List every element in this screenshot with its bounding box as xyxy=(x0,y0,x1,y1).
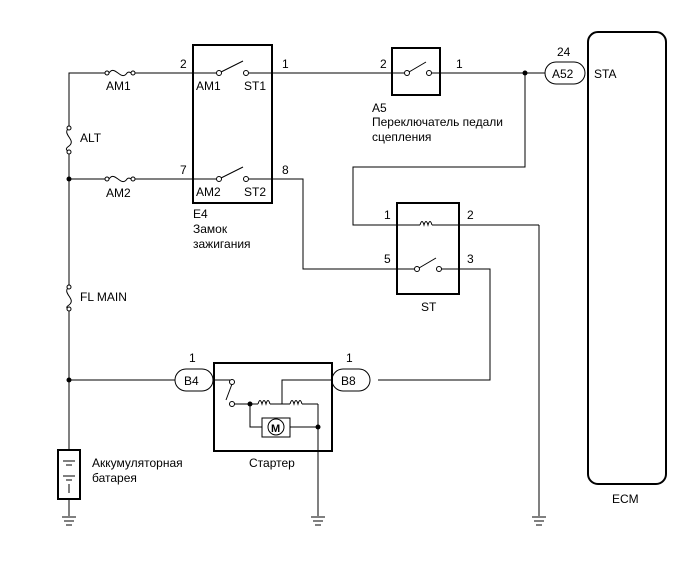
fuse-alt-label: ALT xyxy=(80,131,102,145)
starter-connector-b4: B4 xyxy=(184,374,199,388)
clutch-pin-left: 2 xyxy=(380,57,387,71)
ecm-connector: A52 24 xyxy=(544,45,586,85)
battery: Аккумуляторная батарея xyxy=(57,449,183,516)
clutch-pin-right: 1 xyxy=(456,57,463,71)
ecm: ECM STA xyxy=(587,31,667,506)
ecm-terminal: STA xyxy=(594,67,616,81)
st-pin-coil-out: 2 xyxy=(467,208,474,222)
ignition-terminal-am2: AM2 xyxy=(196,185,221,199)
clutch-code: A5 xyxy=(372,101,387,115)
ignition-pin-st2: 8 xyxy=(282,163,289,177)
ignition-switch: 2 1 7 8 AM1 ST1 AM2 ST2 E4 Замок зажиган… xyxy=(180,44,289,251)
fuse-am1: AM1 xyxy=(104,69,193,93)
ground-battery-icon xyxy=(62,516,76,526)
st-relay: 1 2 5 3 ST xyxy=(384,202,474,314)
ground-relay-icon xyxy=(532,516,546,526)
ecm-label: ECM xyxy=(612,492,639,506)
clutch-name-line2: сцепления xyxy=(372,130,431,144)
ignition-terminal-am1: AM1 xyxy=(196,79,221,93)
battery-name-line2: батарея xyxy=(92,471,137,485)
fuse-fl-main-label: FL MAIN xyxy=(80,290,127,304)
ignition-pin-st1: 1 xyxy=(282,57,289,71)
ignition-terminal-st1: ST1 xyxy=(244,79,266,93)
st-pin-coil-in: 1 xyxy=(384,208,391,222)
ignition-terminal-st2: ST2 xyxy=(244,185,266,199)
ignition-name-line2: зажигания xyxy=(193,237,251,251)
fuse-am1-label: AM1 xyxy=(106,79,131,93)
starter: B4 1 B8 1 M Стартер xyxy=(69,351,371,516)
motor-symbol: M xyxy=(271,423,280,435)
clutch-name-line1: Переключатель педали xyxy=(372,115,503,129)
wires-main xyxy=(272,70,545,270)
ignition-pin-am1: 2 xyxy=(180,57,187,71)
fuse-fl-main: FL MAIN xyxy=(66,284,127,312)
starter-pin-b4: 1 xyxy=(189,351,196,365)
st-pin-sw-in: 5 xyxy=(384,252,391,266)
starter-pin-b8: 1 xyxy=(346,351,353,365)
fuse-am2-label: AM2 xyxy=(106,186,131,200)
ground-starter-icon xyxy=(311,516,325,526)
ignition-code: E4 xyxy=(193,207,208,221)
starter-connector-b8: B8 xyxy=(341,374,356,388)
fuse-alt: ALT xyxy=(65,125,102,155)
st-relay-label: ST xyxy=(421,300,437,314)
ignition-pin-am2: 7 xyxy=(180,163,187,177)
battery-name-line1: Аккумуляторная xyxy=(92,456,183,470)
starter-label: Стартер xyxy=(249,456,295,470)
fuse-am2: AM2 xyxy=(69,175,193,200)
st-pin-sw-out: 3 xyxy=(467,252,474,266)
ecm-connector-label: A52 xyxy=(552,67,574,81)
ecm-pin: 24 xyxy=(557,45,571,59)
power-bus xyxy=(66,72,105,450)
clutch-switch: 2 1 A5 Переключатель педали сцепления xyxy=(372,47,503,144)
ignition-name-line1: Замок xyxy=(193,222,228,236)
